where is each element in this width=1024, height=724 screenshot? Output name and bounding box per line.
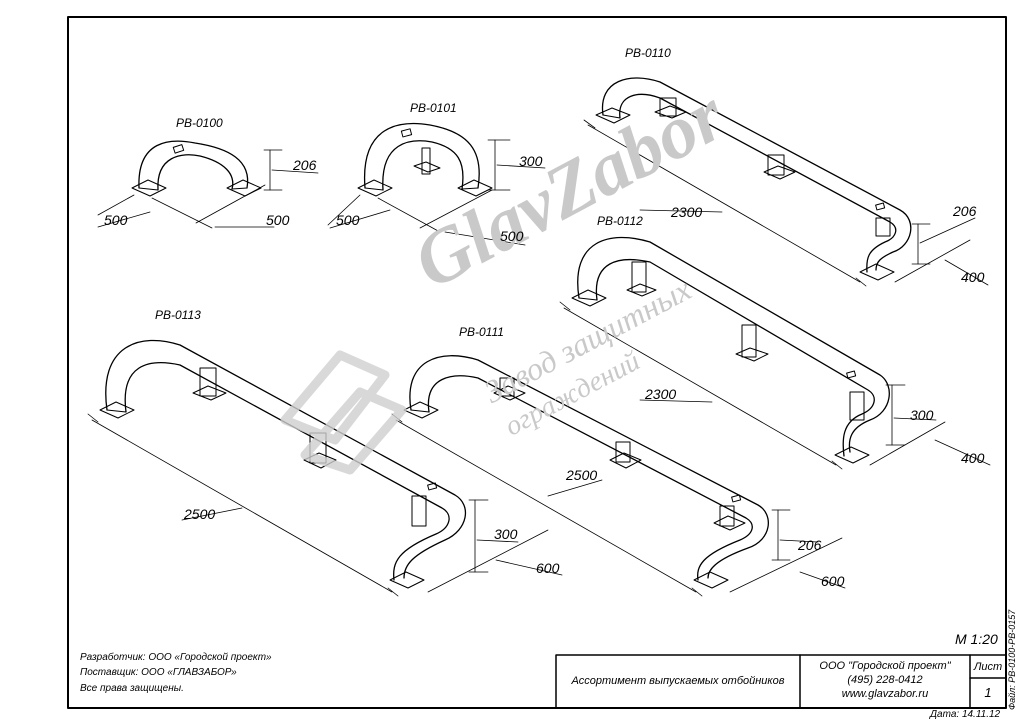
dimension-width: 400 bbox=[961, 269, 985, 285]
dimension-lines bbox=[559, 301, 991, 470]
item-code-rb-0112: РВ-0112 bbox=[597, 214, 643, 228]
dimension-height: 300 bbox=[910, 407, 934, 423]
dimension-length: 2500 bbox=[566, 467, 598, 483]
dimension-width-right: 500 bbox=[266, 212, 290, 228]
dimension-length: 2300 bbox=[645, 386, 677, 402]
dimension-height: 300 bbox=[494, 526, 518, 542]
support-post bbox=[849, 391, 865, 421]
title-block bbox=[555, 654, 1007, 709]
support-post bbox=[192, 367, 227, 401]
dimension-width-left: 500 bbox=[104, 212, 128, 228]
item-code-rb-0100: РВ-0100 bbox=[176, 116, 223, 130]
barrier-rb-0113 bbox=[87, 339, 563, 597]
dimension-lines bbox=[87, 413, 563, 597]
support-post bbox=[609, 441, 642, 469]
item-code-rb-0110: РВ-0110 bbox=[625, 46, 671, 60]
sheet-label: Лист bbox=[973, 661, 1003, 673]
dimension-lines bbox=[391, 413, 846, 597]
support-post bbox=[493, 377, 526, 401]
dimension-height: 206 bbox=[293, 157, 317, 173]
support-post bbox=[654, 97, 687, 119]
dimension-width-left: 500 bbox=[336, 212, 360, 228]
dimension-lines bbox=[97, 149, 319, 229]
drawing-title: Ассортимент выпускаемых отбойников bbox=[571, 675, 785, 687]
barrier-rb-0112 bbox=[559, 236, 991, 470]
dimension-lines bbox=[327, 139, 546, 246]
sheet-number: 1 bbox=[984, 685, 992, 700]
supplier-note: Поставщик: ООО «ГЛАВЗАБОР» bbox=[80, 667, 237, 678]
developer-note: Разработчик: ООО «Городской проект» bbox=[80, 652, 272, 663]
support-post bbox=[411, 495, 427, 527]
company-name: ООО "Городской проект" bbox=[819, 660, 951, 672]
support-post bbox=[875, 217, 891, 237]
dimension-length: 2500 bbox=[184, 506, 216, 522]
barrier-rb-0101 bbox=[327, 122, 546, 246]
dimension-height: 206 bbox=[953, 203, 977, 219]
item-code-rb-0113: РВ-0113 bbox=[155, 308, 201, 322]
dimension-width: 400 bbox=[961, 450, 985, 466]
item-code-rb-0101: РВ-0101 bbox=[410, 101, 457, 115]
support-post bbox=[763, 154, 796, 180]
dimension-height: 206 bbox=[798, 537, 822, 553]
dimension-width-right: 500 bbox=[500, 228, 524, 244]
dimension-length: 2300 bbox=[671, 204, 703, 220]
item-code-rb-0111: РВ-0111 bbox=[459, 325, 504, 339]
company-phone: (495) 228-0412 bbox=[847, 674, 923, 686]
scale-label: М 1:20 bbox=[955, 631, 998, 647]
barrier-rb-0110 bbox=[583, 77, 989, 287]
support-post bbox=[713, 505, 746, 531]
drawing-frame bbox=[67, 16, 1007, 709]
dimension-height: 300 bbox=[519, 153, 543, 169]
dimension-lines bbox=[583, 119, 989, 287]
rights-note: Все права защищены. bbox=[80, 683, 184, 694]
barrier-rb-0111 bbox=[391, 355, 846, 597]
date-label: Дата: 14.11.12 bbox=[930, 709, 1001, 720]
support-post bbox=[626, 261, 657, 297]
watermark-emblem bbox=[280, 350, 407, 475]
company-website: www.glavzabor.ru bbox=[841, 688, 929, 700]
file-label: Файл: РВ-0100-РВ-0157 bbox=[1007, 609, 1017, 710]
dimension-width: 600 bbox=[536, 560, 560, 576]
barrier-rb-0100 bbox=[97, 140, 319, 229]
support-post bbox=[735, 324, 769, 362]
dimension-width: 600 bbox=[821, 573, 845, 589]
